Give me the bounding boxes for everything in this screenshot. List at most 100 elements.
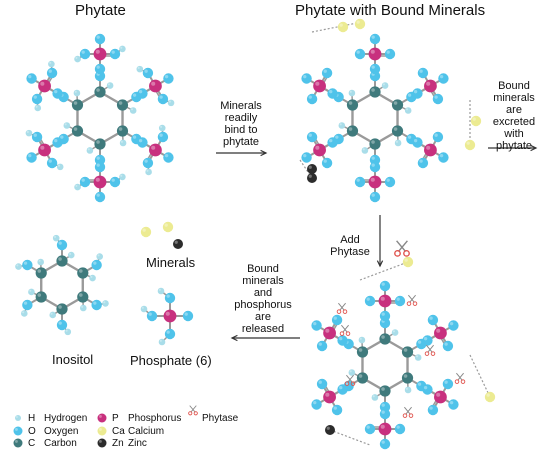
phosphorus-atom — [313, 143, 326, 157]
atom-highlight — [120, 46, 123, 49]
legend-symbol-phosphorus: P — [112, 413, 119, 424]
carbon-atom — [391, 125, 404, 137]
legend-name-phosphorus: Phosphorus — [128, 413, 182, 424]
caption-line: Bound — [247, 263, 279, 275]
hydrogen-atom — [136, 65, 144, 73]
hydrogen-atom — [129, 107, 137, 114]
atom-highlight — [54, 139, 58, 143]
atom-highlight — [73, 101, 78, 105]
atom-highlight — [111, 50, 115, 54]
atom-highlight — [449, 401, 454, 405]
atom-highlight — [423, 386, 428, 390]
atom-highlight — [144, 69, 148, 73]
oxygen-atom — [142, 67, 154, 79]
atom-highlight — [381, 312, 385, 316]
atom-highlight — [308, 174, 312, 178]
atom-highlight — [371, 163, 375, 167]
atom-highlight — [137, 66, 140, 70]
caption-line: are — [255, 311, 271, 323]
arrow-head — [530, 144, 538, 152]
atom-highlight — [381, 335, 385, 339]
atom-highlight — [107, 83, 110, 86]
atom-highlight — [396, 425, 400, 429]
caption-line: with — [504, 128, 524, 140]
oxygen-atom — [56, 239, 68, 251]
atom-highlight — [22, 311, 25, 314]
atom-highlight — [333, 406, 337, 410]
atom-highlight — [97, 254, 100, 257]
arrow-head — [376, 260, 384, 268]
phytate-title: Phytate — [75, 2, 126, 19]
hydrogen-atom — [49, 311, 57, 319]
hydrogen-atom — [404, 107, 412, 114]
hydrogen-atom — [106, 82, 114, 89]
hydrogen-atom — [119, 173, 126, 181]
atom-highlight — [415, 355, 419, 358]
atom-highlight — [98, 414, 102, 418]
calcium-ion — [464, 139, 476, 151]
zinc-ion — [307, 164, 317, 174]
atom-highlight — [14, 427, 18, 431]
atom-highlight — [419, 69, 423, 73]
atom-highlight — [81, 178, 85, 182]
atom-highlight — [146, 169, 149, 172]
atom-highlight — [23, 301, 28, 305]
phosphorus-atom — [424, 143, 437, 157]
excreted-step-caption: Bound minerals are excreted with phytate — [486, 80, 542, 152]
atom-highlight — [348, 127, 353, 131]
atom-highlight — [111, 178, 115, 182]
oxygen-atom — [22, 259, 33, 271]
atom-highlight — [426, 81, 431, 86]
legend-symbol-carbon: C — [28, 438, 36, 449]
atom-highlight — [141, 306, 144, 309]
oxygen-atom — [337, 335, 348, 346]
atom-highlight — [73, 127, 78, 131]
caption-line: released — [241, 323, 285, 335]
caption-line: Minerals — [220, 100, 262, 112]
atom-highlight — [16, 264, 19, 267]
atom-highlight — [381, 387, 385, 391]
carbon-atom — [13, 438, 23, 448]
atom-highlight — [96, 88, 100, 92]
atom-highlight — [313, 322, 317, 326]
atom-highlight — [158, 288, 161, 291]
oxygen-atom — [442, 340, 454, 352]
atom-highlight — [339, 386, 343, 390]
add-phytase-caption: Add Phytase — [324, 234, 376, 258]
atom-highlight — [403, 348, 408, 352]
hydrogen-atom — [348, 89, 356, 97]
atom-highlight — [81, 50, 85, 54]
oxygen-atom — [316, 340, 328, 352]
calcium-ion — [140, 226, 152, 238]
atom-highlight — [318, 380, 322, 384]
atom-highlight — [79, 269, 83, 273]
atom-highlight — [395, 140, 398, 143]
oxygen-atom — [157, 131, 169, 143]
carbon-atom — [401, 346, 414, 358]
atom-highlight — [96, 65, 100, 69]
caption-line: phytate — [495, 140, 533, 152]
atom-highlight — [48, 69, 52, 73]
phosphorus-atom — [163, 309, 177, 323]
oxygen-atom — [331, 314, 343, 326]
hydrogen-atom — [74, 183, 81, 191]
phosphorus-atom — [368, 175, 382, 189]
atom-highlight — [426, 145, 431, 150]
legend-name-hydrogen: Hydrogen — [44, 413, 88, 424]
legend-name-calcium: Calcium — [128, 426, 165, 437]
oxygen-atom — [109, 176, 121, 188]
oxygen-atom — [79, 48, 91, 60]
atom-highlight — [370, 177, 375, 182]
caption-line: and — [253, 287, 273, 299]
atom-highlight — [308, 133, 312, 137]
atom-highlight — [444, 380, 448, 384]
hydrogen-atom — [15, 263, 22, 270]
atom-highlight — [380, 296, 385, 301]
bond-line — [311, 21, 363, 33]
carbon-atom — [77, 267, 89, 279]
atom-highlight — [29, 289, 32, 292]
oxygen-atom — [52, 88, 63, 99]
oxygen-atom — [354, 176, 366, 188]
